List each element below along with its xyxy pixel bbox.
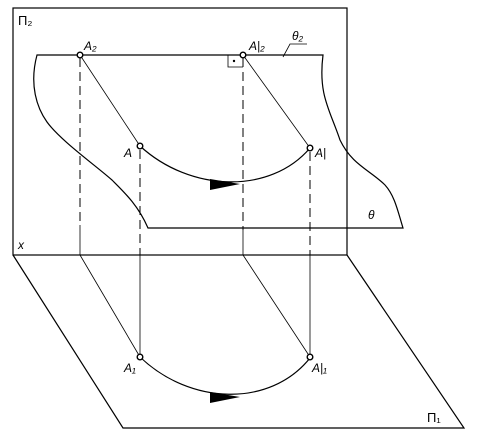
label-a: A: [123, 146, 132, 160]
point-a2-prime: [239, 51, 247, 59]
arrow-lower: [210, 392, 240, 403]
label-a1-prime: A|₁: [311, 361, 327, 375]
label-a-prime: A|: [314, 146, 326, 160]
arc-lower: [139, 356, 311, 395]
theta2-leader: [282, 43, 307, 58]
line-a2-to-a: [79, 54, 141, 147]
label-a2: A₂: [83, 39, 97, 53]
plane-theta-outline: [33, 54, 404, 229]
point-a: [136, 142, 144, 150]
label-a2-prime: A|₂: [248, 39, 265, 53]
right-angle-marker: [227, 55, 243, 68]
arrow-upper: [210, 179, 240, 190]
point-a1-prime: [306, 353, 314, 361]
plane-p2-frame: [12, 7, 348, 256]
arc-upper: [139, 145, 311, 183]
line-a2prime-to-aprime: [242, 54, 311, 149]
label-a1: A₁: [123, 361, 136, 375]
right-angle-dot: [232, 59, 236, 63]
label-plane-p1: Π₁: [427, 410, 441, 425]
line-x-to-a1: [79, 254, 141, 358]
point-a1: [136, 353, 144, 361]
point-a2: [76, 51, 84, 59]
label-axis-x: x: [17, 238, 25, 252]
label-theta2: θ₂: [292, 29, 304, 43]
label-theta: θ: [368, 208, 375, 222]
plane-p1-frame: [12, 254, 466, 429]
label-plane-p2: Π₂: [18, 13, 32, 28]
point-a-prime: [306, 144, 314, 152]
line-x-to-a1prime: [242, 254, 311, 358]
